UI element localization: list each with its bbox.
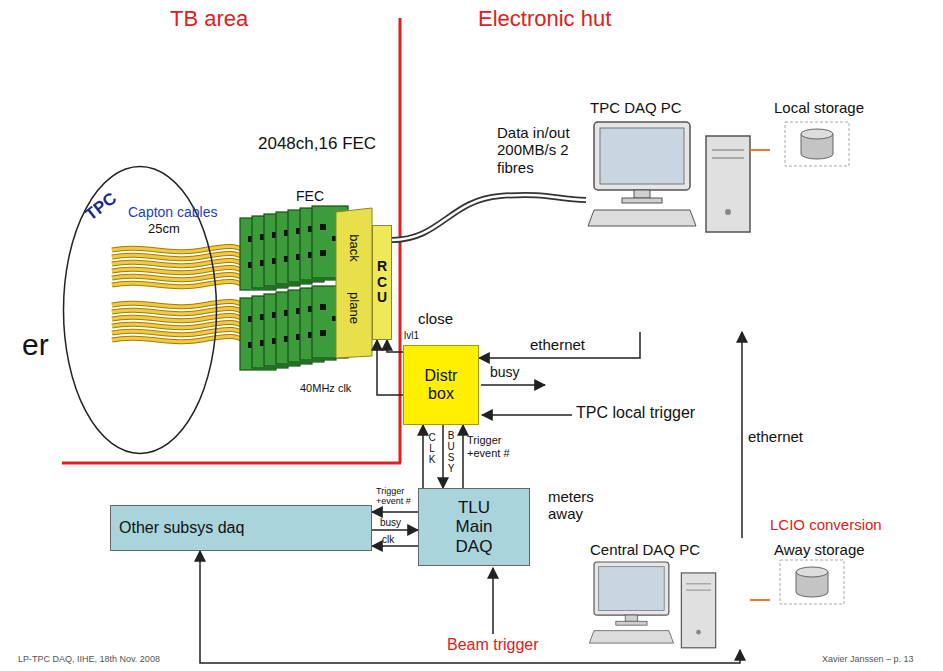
connector <box>479 332 640 358</box>
node-label: TLU Main DAQ <box>448 498 500 557</box>
connector-line <box>462 425 464 488</box>
connector <box>750 600 770 601</box>
connector-line <box>387 340 403 352</box>
computer-icon <box>588 122 750 232</box>
disk-icon <box>780 560 844 604</box>
connector-line <box>392 195 586 240</box>
connector <box>372 512 418 513</box>
connector-line <box>200 551 740 663</box>
board-label: back <box>347 234 362 261</box>
cable-label: Capton cables <box>128 204 218 220</box>
note: LCIO conversion <box>770 516 882 533</box>
signal-name: TPC local trigger <box>576 404 695 422</box>
cut-off-text: er <box>22 328 49 363</box>
connector-line <box>442 425 444 488</box>
trigger-arrow <box>482 414 572 416</box>
connector-line <box>422 425 424 488</box>
area-title: TB area <box>170 6 248 31</box>
connector-line <box>377 340 403 395</box>
node-label: Local storage <box>774 99 864 116</box>
back-plane <box>336 208 372 358</box>
connector-line <box>372 529 418 531</box>
daq-computer: Central DAQ PC <box>586 538 750 650</box>
area-title: Electronic hut <box>478 6 611 31</box>
connector <box>387 340 403 352</box>
connector-line <box>392 195 586 240</box>
connector-line <box>372 511 418 513</box>
footer: Xavier Janssen – p. 13 <box>822 654 914 664</box>
signal-label: 40MHz clk <box>300 382 352 395</box>
tlu-box: TLU Main DAQ <box>418 488 530 566</box>
dimension: 25cm <box>148 222 180 237</box>
note: close <box>418 310 453 327</box>
cable <box>112 281 247 287</box>
node-label: Away storage <box>774 541 865 558</box>
signal-label: Trigger +event # <box>376 486 416 507</box>
subsystem-box: Other subsys daq <box>110 505 372 551</box>
signal-label: BUSY <box>446 430 456 474</box>
connector <box>372 546 418 547</box>
node-label: RCU <box>375 259 389 305</box>
daq-computer: TPC DAQ PC <box>586 96 750 332</box>
signal-label: ethernet <box>530 336 585 353</box>
cable <box>112 336 247 342</box>
board-label: FEC <box>296 188 324 204</box>
node-label: TPC <box>82 189 121 225</box>
connector-line <box>750 599 770 601</box>
board-label: plane <box>347 292 362 324</box>
trigger-arrow <box>492 568 494 634</box>
signal-name: busy <box>490 364 520 380</box>
connector <box>742 332 743 538</box>
signal-label: lvl1 <box>404 330 419 342</box>
node-label: Central DAQ PC <box>590 541 700 558</box>
busy-arrow <box>481 384 545 386</box>
connector <box>463 425 464 488</box>
connector <box>377 340 403 395</box>
computer-icon <box>589 562 715 648</box>
node-label: Other subsys daq <box>119 519 244 537</box>
connector <box>443 425 444 488</box>
note: meters away <box>548 488 610 523</box>
rcu-board: RCU <box>372 225 392 340</box>
connector-line <box>479 332 640 358</box>
connector-line <box>372 545 418 547</box>
signal-name: Beam trigger <box>447 636 539 654</box>
fec-boards <box>240 206 348 370</box>
connector <box>750 150 770 151</box>
node-label: TPC DAQ PC <box>590 99 682 116</box>
signal-label: Data in/out 200MB/s 2 fibres <box>497 124 585 176</box>
area-divider <box>62 462 401 465</box>
connector <box>200 551 740 663</box>
connector <box>372 530 418 531</box>
node-label: Distr box <box>416 367 466 404</box>
signal-label: busy <box>380 517 401 529</box>
fibre-link <box>392 195 586 240</box>
connector <box>423 425 424 488</box>
distr-box: Distr box <box>403 345 479 425</box>
kapton-cables <box>112 246 247 342</box>
connector-line <box>741 332 743 538</box>
disk-icon <box>785 122 849 166</box>
signal-label: clk <box>382 534 394 546</box>
signal-label: Trigger +event # <box>467 434 525 459</box>
channel-count: 2048ch,16 FEC <box>258 134 376 154</box>
signal-label: ethernet <box>748 428 803 445</box>
connector-line <box>750 149 770 151</box>
footer: LP-TPC DAQ, IIHE, 18th Nov. 2008 <box>18 654 160 664</box>
signal-label: CLK <box>427 432 437 465</box>
storage-disk: Local storage <box>770 96 880 176</box>
storage-disk: Away storage <box>770 538 880 610</box>
